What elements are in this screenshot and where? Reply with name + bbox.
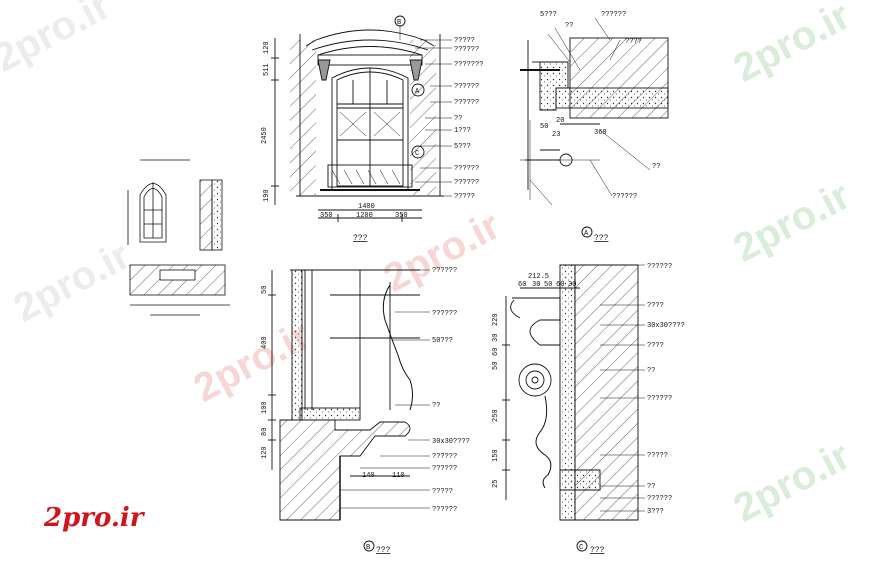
elevation-note: ??	[454, 115, 462, 123]
section-c-dim-left: 220	[492, 313, 500, 326]
section-c-dim-top: 212.5	[528, 273, 549, 281]
section-a-dim: 20	[556, 117, 564, 125]
elevation-note: 5???	[454, 143, 471, 151]
window-elevation	[271, 15, 452, 222]
elevation-note: ???????	[454, 61, 483, 69]
section-c-dim-left: 25	[492, 480, 500, 488]
section-b-marker: B	[366, 544, 370, 552]
section-c-note: ?????	[647, 452, 668, 460]
section-b-note: ??????	[432, 267, 457, 275]
section-a-note: ??	[565, 22, 573, 30]
section-c-dim-top: 30	[532, 281, 540, 289]
section-c-dim-left: 150	[492, 449, 500, 462]
section-c-note: ??????	[647, 495, 672, 503]
section-b-dim-left: 80	[261, 428, 269, 436]
section-c-dim-top: 30	[568, 281, 576, 289]
section-a-note: 5???	[540, 11, 557, 19]
elevation-note: ??????	[454, 99, 479, 107]
marker-c: C	[415, 150, 419, 158]
section-c-dim-top: 60	[556, 281, 564, 289]
elevation-note: 1???	[454, 127, 471, 135]
dim-left-1: 120	[263, 41, 271, 54]
elevation-label: ???	[353, 234, 368, 243]
elevation-note: ??????	[454, 165, 479, 173]
section-a-detail	[520, 17, 669, 238]
section-c-note: 3???	[647, 508, 664, 516]
section-b-note: ??????	[432, 310, 457, 318]
section-c-dim-left: 60	[492, 348, 500, 356]
section-a-note: ??????	[612, 193, 637, 201]
section-c-note: 30x30????	[647, 322, 685, 330]
section-b-note: ??????	[432, 465, 457, 473]
dim-bottom-1: 350	[320, 212, 333, 220]
section-c-dim-left: 250	[492, 409, 500, 422]
elevation-note: ??????	[454, 46, 479, 54]
section-b-dim-bottom: 110	[392, 472, 405, 480]
dim-left-3: 2450	[261, 127, 269, 144]
section-c-label: ???	[590, 546, 605, 555]
dim-left-2: 511	[263, 63, 271, 76]
section-b-note: ?????	[432, 488, 453, 496]
site-logo: 2pro.ir	[44, 503, 144, 533]
dim-left-4: 190	[263, 189, 271, 202]
section-c-note: ????	[647, 302, 664, 310]
section-c-text: ?????? ???? 30x30???? ???? ?? ?????? ???…	[492, 263, 685, 555]
section-c-detail	[502, 264, 645, 552]
section-b-note: ??	[432, 402, 440, 410]
section-c-dim-left: 50	[492, 362, 500, 370]
dim-overall: 1400	[358, 203, 375, 211]
elevation-text: B A C 1400 350 1200 350 120 511 2450 190…	[261, 19, 483, 243]
section-b-note: ??????	[432, 506, 457, 514]
dim-bottom-3: 350	[395, 212, 408, 220]
section-c-dim-top: 50	[544, 281, 552, 289]
elevation-note: ??????	[454, 179, 479, 187]
elevation-note: ?????	[454, 193, 475, 201]
section-c-note: ??????	[647, 395, 672, 403]
elevation-note: ??????	[454, 83, 479, 91]
section-b-detail	[268, 269, 430, 552]
section-b-note: 50???	[432, 337, 453, 345]
section-b-dim-bottom: 140	[362, 472, 375, 480]
section-a-dim: 50	[540, 123, 548, 131]
section-b-dim-left: 400	[261, 336, 269, 349]
marker-b: B	[397, 19, 401, 27]
section-a-marker: A	[584, 230, 589, 238]
section-c-dim-top: 60	[518, 281, 526, 289]
section-b-note: 30x30????	[432, 438, 470, 446]
section-b-dim-left: 50	[261, 286, 269, 294]
section-c-note: ????	[647, 342, 664, 350]
dim-bottom-2: 1200	[356, 212, 373, 220]
section-b-dim-left: 100	[261, 401, 269, 414]
section-c-note: ??????	[647, 263, 672, 271]
section-a-note: ????	[625, 38, 642, 46]
elevation-note: ?????	[454, 37, 475, 45]
section-a-text: 5??? ?? ?????? ???? ?? ?????? 50 360 20 …	[540, 11, 660, 243]
section-c-dim-left: 30	[492, 334, 500, 342]
section-a-note: ??	[652, 163, 660, 171]
section-b-dim-left: 120	[261, 446, 269, 459]
section-b-note: ??????	[432, 453, 457, 461]
small-window-detail	[127, 159, 230, 316]
section-c-note: ??	[647, 483, 655, 491]
section-a-note: ??????	[601, 11, 626, 19]
section-a-dim: 23	[552, 131, 560, 139]
section-b-label: ???	[376, 546, 391, 555]
section-b-text: ?????? ?????? 50??? ?? 30x30???? ?????? …	[261, 267, 470, 555]
section-c-marker: C	[579, 544, 583, 552]
section-c-note: ??	[647, 367, 655, 375]
section-a-label: ???	[594, 234, 609, 243]
marker-a: A	[415, 88, 420, 96]
section-a-dim: 360	[594, 129, 607, 137]
